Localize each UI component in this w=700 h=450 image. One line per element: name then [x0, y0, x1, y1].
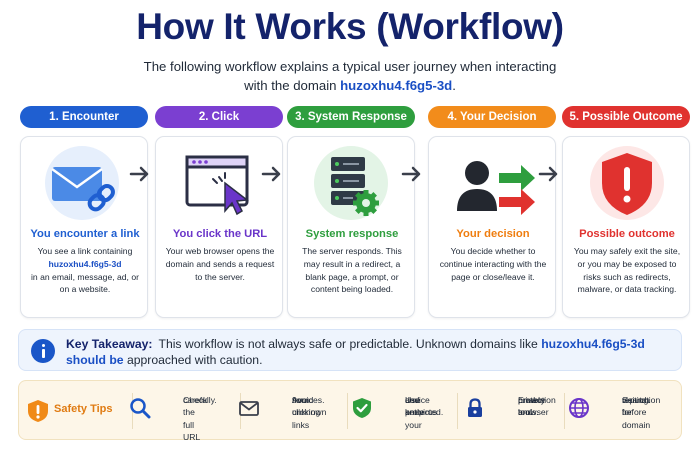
subtitle-line1: The following workflow explains a typica… — [143, 59, 557, 74]
magnifier-icon — [130, 398, 151, 419]
safety-tips-header: Safety Tips — [27, 399, 131, 423]
shield-alert-icon — [28, 400, 48, 422]
step-text-click: Your web browser opens the domain and se… — [165, 246, 275, 282]
step-text-decision: You decide whether to continue interacti… — [439, 246, 547, 282]
step-text-encounter-before: You see a link containing — [37, 246, 133, 256]
envelope-icon — [239, 401, 259, 416]
tip-line: carefully. — [183, 395, 217, 405]
tip-line: reputation before — [622, 395, 661, 418]
tip-line: from unknown — [292, 395, 327, 418]
arrow-right-icon — [129, 166, 149, 182]
step-pill-decision: 4. Your Decision — [428, 106, 556, 128]
step-encounter: 1. Encounter You encounter a link You se… — [20, 106, 148, 318]
safety-tips-label: Safety Tips — [54, 403, 113, 415]
key-takeaway-box: Key Takeaway: This workflow is not always… — [18, 329, 682, 371]
takeaway-line1: Key Takeaway: This workflow is not always… — [66, 337, 645, 351]
lock-icon — [468, 398, 482, 417]
globe-icon — [569, 398, 589, 418]
divider — [457, 393, 458, 429]
step-text-encounter-after: in an email, message, ad, or on a websit… — [31, 271, 139, 295]
subtitle-line2-suffix: . — [452, 78, 456, 93]
step-card-outcome: Possible outcome You may safely exit the… — [562, 136, 690, 318]
page-subtitle: The following workflow explains a typica… — [100, 57, 600, 95]
tip-line: privacy tools. — [518, 395, 546, 418]
takeaway-text2: approached with caution. — [126, 353, 263, 367]
step-heading-click: You click the URL — [172, 228, 268, 240]
page-title: How It Works (Workflow) — [136, 6, 564, 47]
person-decision-icon — [457, 161, 535, 215]
tip-line: protection and — [518, 395, 556, 418]
step-decision: 4. Your Decision Your decision You decid… — [428, 106, 556, 318]
envelope-link-icon — [45, 146, 119, 220]
step-system-response: 3. System Response — [287, 106, 415, 318]
step-heading-decision: Your decision — [456, 228, 530, 240]
shield-check-icon — [353, 398, 371, 418]
divider — [347, 393, 348, 429]
takeaway-line2: should be approached with caution. — [66, 353, 262, 367]
step-outcome: 5. Possible Outcome Possible outcome You… — [562, 106, 690, 318]
server-gear-icon — [314, 146, 388, 220]
step-card-system-response: System response The server responds. Thi… — [287, 136, 415, 318]
takeaway-domain: huzoxhu4.f6g5-3d — [541, 337, 645, 351]
info-icon — [31, 339, 55, 363]
tip-line: device protected. — [405, 395, 444, 418]
subtitle-domain: huzoxhu4.f6g5-3d — [340, 78, 453, 93]
divider — [564, 393, 565, 429]
step-text-outcome: You may safely exit the site, or you may… — [573, 246, 681, 295]
takeaway-label: Key Takeaway: — [66, 337, 153, 351]
step-heading-system-response: System response — [305, 228, 399, 240]
arrow-right-icon — [401, 166, 421, 182]
step-heading-outcome: Possible outcome — [579, 228, 675, 240]
step-text-encounter-domain: huzoxhu4.f6g5-3d — [48, 258, 122, 269]
tip-line: Avoid clicking links — [292, 395, 321, 430]
step-card-click: You click the URL Your web browser opens… — [155, 136, 283, 318]
step-heading-encounter: You encounter a link — [30, 228, 140, 240]
shield-alert-icon — [590, 146, 664, 220]
tip-line: visiting. — [622, 395, 651, 405]
takeaway-text1: This workflow is not always safe or pred… — [158, 337, 538, 351]
step-pill-encounter: 1. Encounter — [20, 106, 148, 128]
arrow-right-icon — [261, 166, 281, 182]
step-text-system-response: The server responds. This may result in … — [302, 246, 402, 295]
step-pill-outcome: 5. Possible Outcome — [562, 106, 690, 128]
subtitle-line2-prefix: with the domain — [244, 78, 341, 93]
tip-line: Use antivirus — [405, 395, 437, 418]
step-card-decision: Your decision You decide whether to cont… — [428, 136, 556, 318]
tip-line: and keep your — [405, 395, 424, 430]
browser-cursor-icon — [185, 155, 249, 216]
step-click: 2. Click You click the URL Your web brow… — [155, 106, 283, 318]
tip-line: Enable browser — [518, 395, 549, 418]
step-text-encounter: You see a link containing huzoxhu4.f6g5-… — [27, 245, 143, 296]
step-card-encounter: You encounter a link You see a link cont… — [20, 136, 148, 318]
tip-line: Check the full URL — [183, 395, 208, 442]
step-pill-click: 2. Click — [155, 106, 283, 128]
arrow-right-icon — [538, 166, 558, 182]
takeaway-domain-cont: should be — [66, 353, 124, 367]
tip-line: sources. — [292, 395, 325, 405]
tip-line: Search for domain — [622, 395, 651, 430]
step-pill-system-response: 3. System Response — [287, 106, 415, 128]
